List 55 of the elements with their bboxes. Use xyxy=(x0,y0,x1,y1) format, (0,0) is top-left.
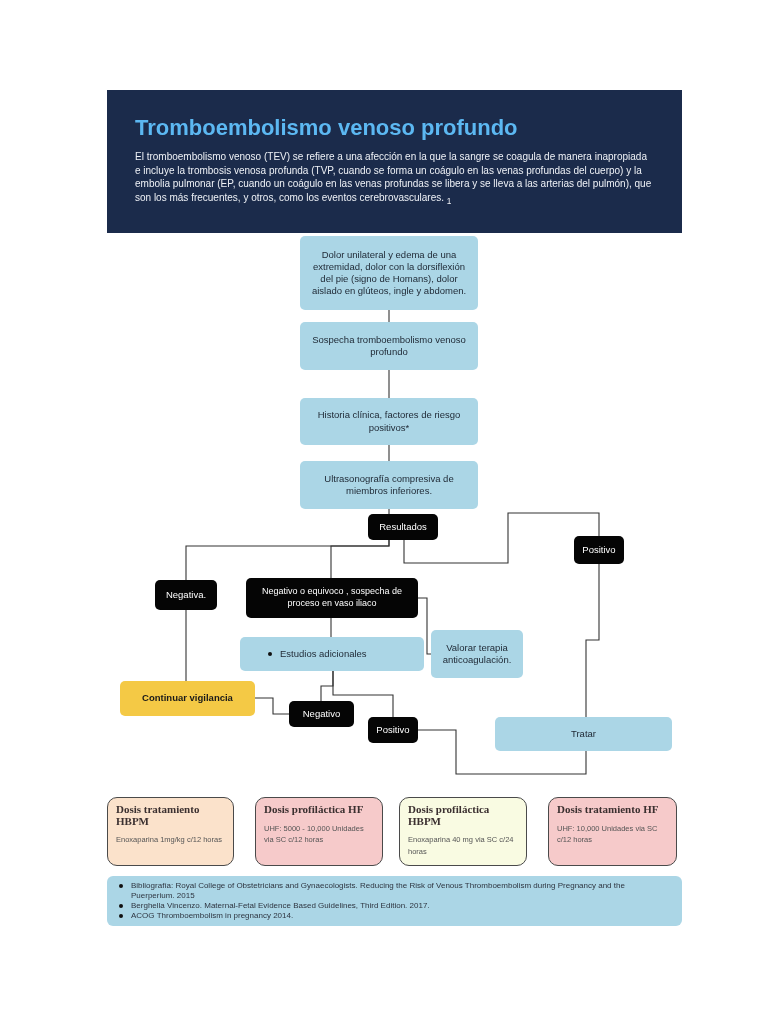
connector-line xyxy=(417,729,587,775)
connector-line xyxy=(585,563,600,718)
dose-card xyxy=(548,797,677,866)
step-text: Ultrasonografía compresiva de miembros inferiores. xyxy=(323,472,455,498)
intro-paragraph: El tromboembolismo venoso (TEV) se refiere a una afección en la que la sangre se coagula de manera inapropiada e incluye la trombosis venosa profunda (TVP, cuando se forma un coágulo en las venas profundas del cuerpo) y la embolia pulmonar (EP, cuando un coágulo en las venas profundas se libera y se lleva a las arterias del pulmón), que son los más frecuentes, y otros, como los eventos cerebrovasculares. $_{1}$ xyxy=(135,150,652,208)
reference-text: Bibliografía: Royal College of Obstetricians and Gynaecologists. Reducing the Risk of Venous Thromboembolism during Pregnancy and the Puerperium. 2015 xyxy=(131,881,626,901)
outcome-box xyxy=(574,536,624,564)
step-text: Sospecha tromboembolismo venoso profundo xyxy=(311,333,467,359)
step-box xyxy=(300,236,478,310)
connector-line xyxy=(388,369,390,399)
connector-line xyxy=(330,539,390,579)
step-text: Estudios adicionales xyxy=(280,647,367,661)
action-box xyxy=(120,681,255,716)
connector-line xyxy=(417,597,432,655)
reference-box xyxy=(107,876,682,926)
outcome-box xyxy=(368,717,418,743)
outcome-text: Negativo xyxy=(302,707,341,721)
step-box xyxy=(495,717,672,751)
connector-line xyxy=(388,508,390,515)
outcome-box xyxy=(368,514,438,540)
outcome-text: Negativo o equivoco , sospecha de proceso en vaso iliaco xyxy=(260,586,404,610)
outcome-text: Resultados xyxy=(379,520,427,534)
dose-card xyxy=(255,797,383,866)
dose-heading: Dosis tratamiento HF xyxy=(557,804,660,816)
dose-heading: Dosis tratamiento HBPM xyxy=(116,804,201,828)
connector-line xyxy=(254,697,290,715)
outcome-box xyxy=(289,701,354,727)
connector-line xyxy=(185,609,187,682)
dose-card xyxy=(399,797,527,866)
step-box xyxy=(300,398,478,445)
outcome-text: Positivo xyxy=(376,723,410,737)
dose-card xyxy=(107,797,234,866)
step-text: Tratar xyxy=(571,727,596,741)
outcome-text: Positivo xyxy=(582,543,616,557)
step-text: Dolor unilateral y edema de una extremidad, dolor con la dorsiflexión del pie (signo de Homans), dolor aislado en glúteos, ingle y abdomen. xyxy=(310,248,468,298)
step-text: Historia clínica, factores de riesgo positivos* xyxy=(316,409,462,434)
step-box xyxy=(300,322,478,370)
outcome-text: Negativa. xyxy=(165,588,207,602)
outcome-box xyxy=(155,580,217,610)
connector-line xyxy=(403,512,600,564)
connector-line xyxy=(332,670,394,718)
step-box xyxy=(240,637,424,671)
step-box xyxy=(300,461,478,509)
reference-text: Berghella Vincenzo. Maternal-Fetal Evidence Based Guidelines, Third Edition. 2017. xyxy=(131,901,430,911)
connector-line xyxy=(388,444,390,462)
connector-line xyxy=(388,309,390,323)
action-text: Continuar vigilancia xyxy=(142,692,233,705)
outcome-box xyxy=(246,578,418,618)
step-text: Valorar terapia anticoagulación. xyxy=(441,641,513,667)
page-title: Tromboembolismo venoso profundo xyxy=(135,114,518,142)
reference-text: ACOG Thromboembolism in pregnancy 2014. xyxy=(131,911,294,921)
dose-heading: Dosis profiláctica HBPM xyxy=(408,804,491,828)
dose-heading: Dosis profiláctica HF xyxy=(264,804,365,816)
step-box xyxy=(431,630,523,678)
connector-line xyxy=(330,617,332,638)
